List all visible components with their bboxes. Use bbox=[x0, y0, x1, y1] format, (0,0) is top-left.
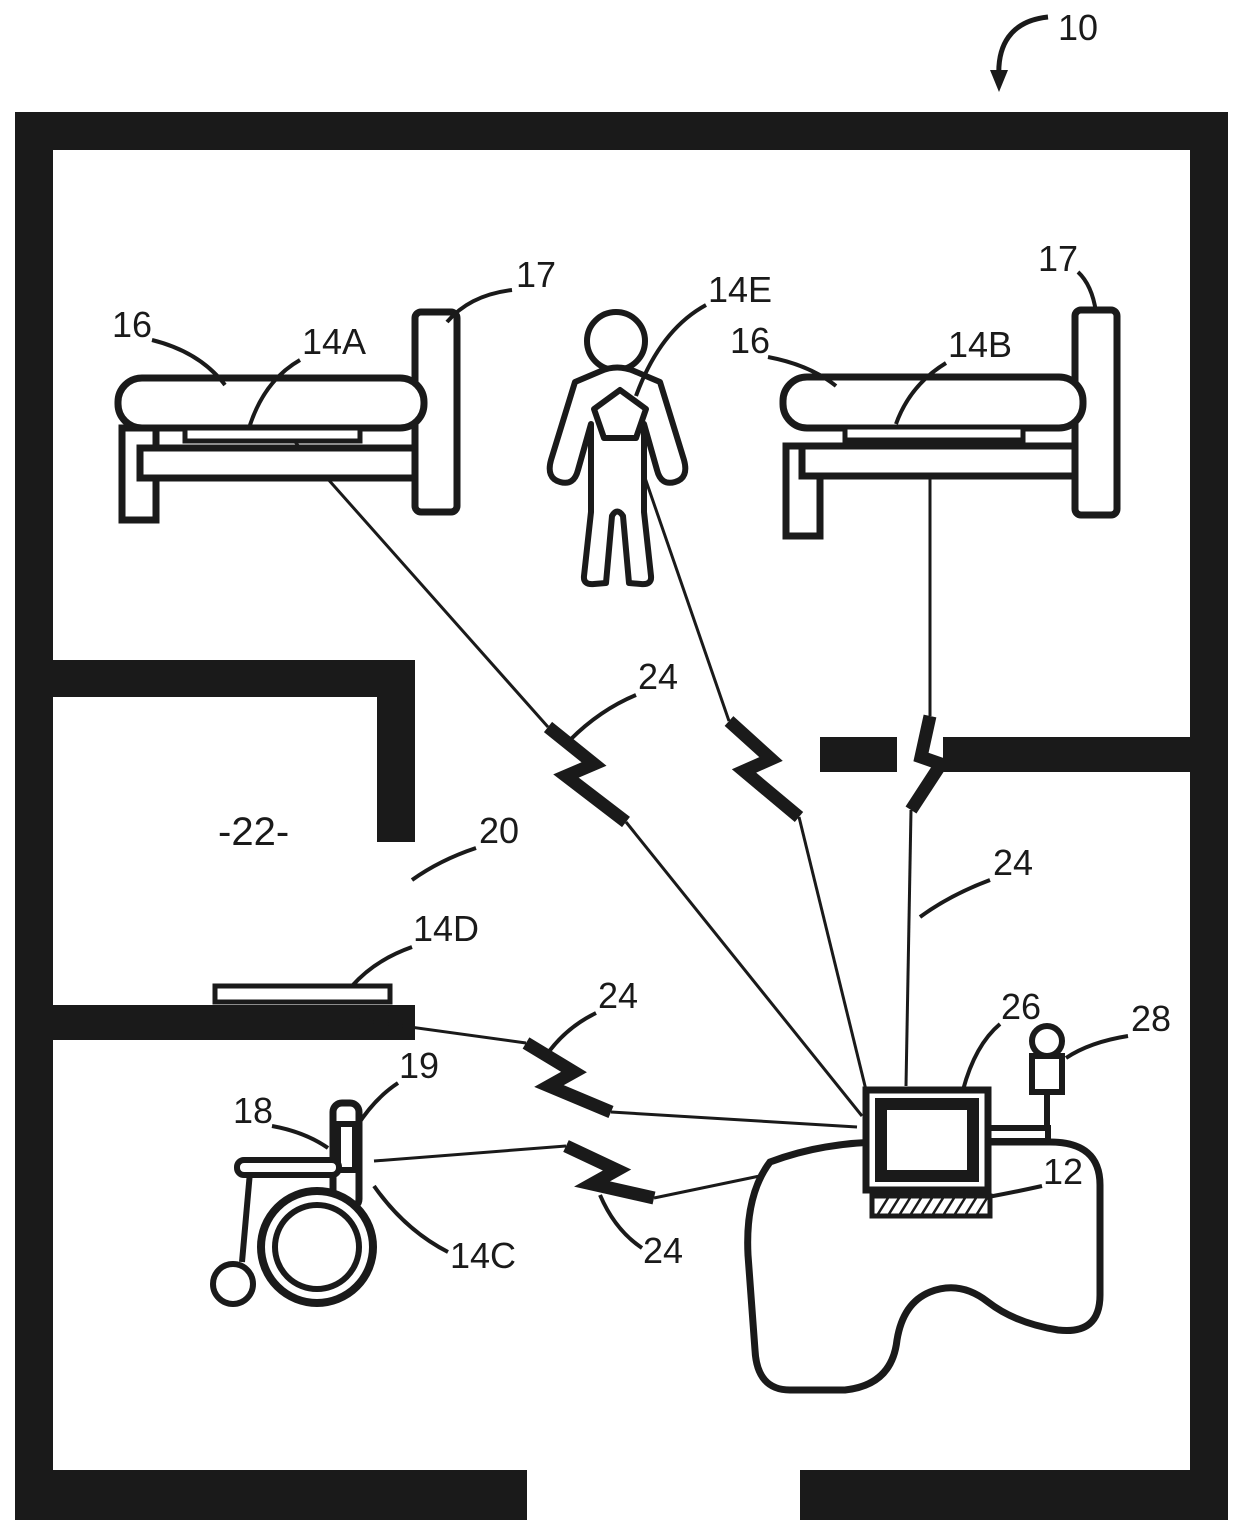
label-14A: 14A bbox=[302, 321, 366, 362]
leader-24-bottom bbox=[598, 1194, 644, 1250]
bed-left-sensor-14A bbox=[182, 425, 363, 444]
label-17-right: 17 bbox=[1038, 238, 1078, 279]
wheelchair bbox=[210, 1099, 377, 1307]
lightning-bolt-bed-left bbox=[543, 721, 630, 828]
leader-16-left bbox=[151, 338, 227, 387]
desk-12 bbox=[744, 1138, 1104, 1394]
wheelchair-wheel-inner bbox=[272, 1202, 362, 1292]
leader-24-top bbox=[568, 693, 637, 742]
signal-line-bed-right-b bbox=[904, 809, 913, 1087]
label-room-22: -22- bbox=[218, 810, 289, 854]
lightning-bolt-person bbox=[724, 716, 804, 822]
leader-12 bbox=[987, 1184, 1043, 1199]
signal-line-bed-left-b bbox=[624, 821, 864, 1117]
leader-17-right bbox=[1076, 270, 1098, 313]
leader-24-middle bbox=[543, 1011, 597, 1059]
wheelchair-armrest bbox=[234, 1157, 342, 1178]
signal-line-wallsensor-a bbox=[329, 1014, 527, 1045]
bed-right-mattress bbox=[779, 373, 1087, 432]
wall-bottom-right bbox=[800, 1470, 1228, 1520]
keyboard-hatching bbox=[876, 1197, 989, 1215]
label-12: 12 bbox=[1043, 1151, 1083, 1192]
wall-left bbox=[15, 112, 53, 1520]
monitor-26-screen bbox=[875, 1098, 979, 1182]
label-20: 20 bbox=[479, 810, 519, 851]
signal-line-person-b bbox=[797, 816, 868, 1091]
bed-right-sensor-14B bbox=[842, 424, 1026, 443]
signal-line-wallsensor-b bbox=[610, 1110, 858, 1129]
building-walls bbox=[15, 112, 1228, 1520]
label-14C: 14C bbox=[450, 1235, 516, 1276]
leader-14B bbox=[894, 361, 948, 425]
leader-26 bbox=[961, 1022, 1002, 1091]
label-26: 26 bbox=[1001, 986, 1041, 1027]
label-19: 19 bbox=[399, 1045, 439, 1086]
bed-left-platform bbox=[136, 444, 424, 482]
label-28: 28 bbox=[1131, 998, 1171, 1039]
label-17-left: 17 bbox=[516, 254, 556, 295]
label-24-right: 24 bbox=[993, 842, 1033, 883]
reference-labels: 10 17 16 14A 14E 16 14B 17 -22- 20 14D 2… bbox=[112, 7, 1171, 1276]
label-14B: 14B bbox=[948, 324, 1012, 365]
leader-14A bbox=[248, 358, 301, 426]
wheelchair-sensor-holder-19 bbox=[335, 1121, 358, 1173]
leader-17-left bbox=[445, 288, 513, 324]
label-14E: 14E bbox=[708, 269, 772, 310]
leader-18 bbox=[271, 1124, 330, 1150]
wall-room22-top bbox=[53, 660, 415, 697]
wall-sensor-14D bbox=[212, 983, 393, 1005]
handheld-device-28-body bbox=[1029, 1053, 1065, 1095]
wall-right-room-b bbox=[943, 737, 1190, 772]
label-24-top: 24 bbox=[638, 656, 678, 697]
leader-14C bbox=[372, 1184, 449, 1254]
leader-20 bbox=[410, 846, 477, 882]
wall-right-room-a bbox=[820, 737, 897, 772]
label-14D: 14D bbox=[413, 908, 479, 949]
label-18: 18 bbox=[233, 1090, 273, 1131]
wall-right bbox=[1190, 112, 1228, 1520]
leader-lines bbox=[151, 270, 1129, 1254]
signal-line-person-a bbox=[632, 445, 731, 722]
leader-24-right bbox=[918, 878, 991, 919]
monitor-arm bbox=[983, 1125, 1051, 1144]
label-10: 10 bbox=[1058, 7, 1098, 48]
handheld-device-28-head bbox=[1029, 1023, 1065, 1059]
leader-16-right bbox=[767, 355, 838, 388]
label-16-left: 16 bbox=[112, 304, 152, 345]
person-head bbox=[584, 309, 648, 373]
label-24-bottom: 24 bbox=[643, 1230, 683, 1271]
lightning-bolt-wheelchair bbox=[563, 1140, 656, 1205]
bed-left bbox=[114, 308, 461, 524]
wheelchair-frame bbox=[239, 1171, 253, 1263]
patient-figure bbox=[546, 309, 689, 588]
wall-top bbox=[15, 112, 1228, 150]
signal-line-bed-left-a bbox=[293, 441, 550, 728]
ref-10-arrow-curve bbox=[996, 14, 1049, 79]
wall-bottom-left bbox=[15, 1470, 527, 1520]
ref-10-arrowhead bbox=[990, 70, 1008, 92]
ref-10-arrow bbox=[990, 14, 1049, 92]
label-16-right: 16 bbox=[730, 320, 770, 361]
leader-14E bbox=[634, 303, 707, 397]
workstation bbox=[744, 1023, 1104, 1394]
label-24-middle: 24 bbox=[598, 975, 638, 1016]
wheelchair-caster bbox=[210, 1261, 256, 1307]
wireless-signals bbox=[293, 440, 951, 1205]
leader-14D bbox=[350, 945, 413, 988]
leader-28 bbox=[1064, 1034, 1129, 1060]
bed-right bbox=[779, 306, 1121, 540]
signal-line-wheelchair-a bbox=[373, 1144, 567, 1163]
wall-room22-right bbox=[377, 660, 415, 842]
person-body bbox=[546, 364, 689, 588]
chest-sensor-pentagon-14E bbox=[591, 387, 649, 441]
leader-19 bbox=[355, 1081, 400, 1128]
bed-right-platform bbox=[798, 442, 1084, 480]
wall-room22-bottom bbox=[53, 1005, 415, 1040]
lightning-bolt-wallsensor bbox=[522, 1037, 614, 1118]
lightning-bolt-bed-right bbox=[905, 714, 951, 814]
